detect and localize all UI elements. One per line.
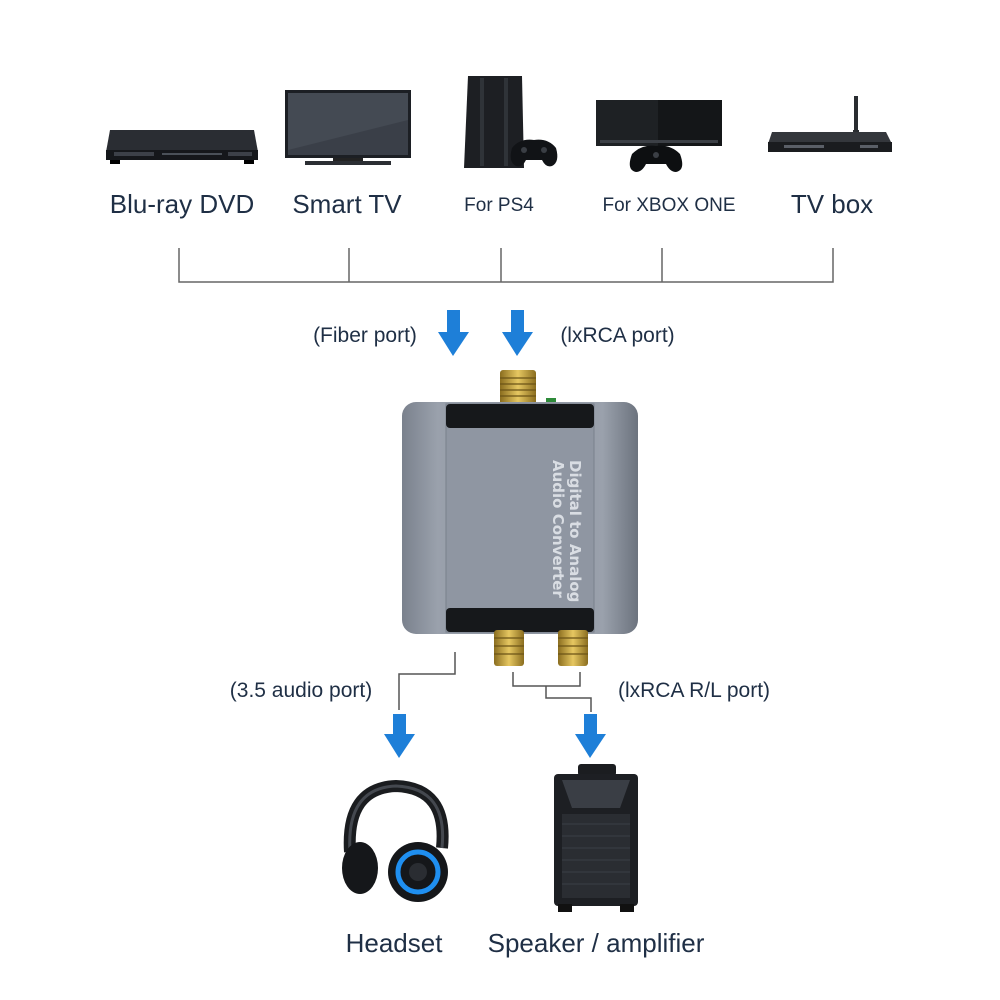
headset-icon — [342, 779, 449, 902]
output-lines — [398, 652, 592, 712]
rca-port-label: (lxRCA port) — [560, 324, 675, 347]
source-bracket — [178, 248, 834, 283]
ps4-console-icon — [464, 76, 558, 168]
bluray-player-icon — [106, 130, 258, 164]
smart-tv-icon — [285, 90, 411, 165]
source-label-xbox: For XBOX ONE — [602, 195, 736, 216]
rca-rl-port-label: (lxRCA R/L port) — [617, 679, 771, 702]
dac-converter-icon: Digital to Analog Audio Converter — [402, 370, 638, 666]
fiber-input-arrow — [438, 310, 469, 356]
fiber-port-label: (Fiber port) — [313, 324, 417, 347]
converter-title-line1: Digital to Analog — [566, 460, 584, 602]
converter-title-line2: Audio Converter — [549, 460, 567, 598]
audio-35-port-label: (3.5 audio port) — [229, 679, 373, 702]
tv-box-icon — [768, 96, 892, 152]
xbox-one-console-icon — [596, 100, 722, 172]
source-label-ps4: For PS4 — [464, 195, 534, 216]
speaker-label: Speaker / amplifier — [487, 928, 705, 958]
headset-output-arrow — [384, 714, 415, 758]
source-label-smart-tv: Smart TV — [292, 189, 402, 219]
speaker-icon — [554, 764, 638, 912]
headset-label: Headset — [345, 928, 443, 958]
source-label-tv-box: TV box — [790, 189, 874, 219]
rca-input-arrow — [502, 310, 533, 356]
source-label-bluray: Blu-ray DVD — [109, 189, 255, 219]
speaker-output-arrow — [575, 714, 606, 758]
